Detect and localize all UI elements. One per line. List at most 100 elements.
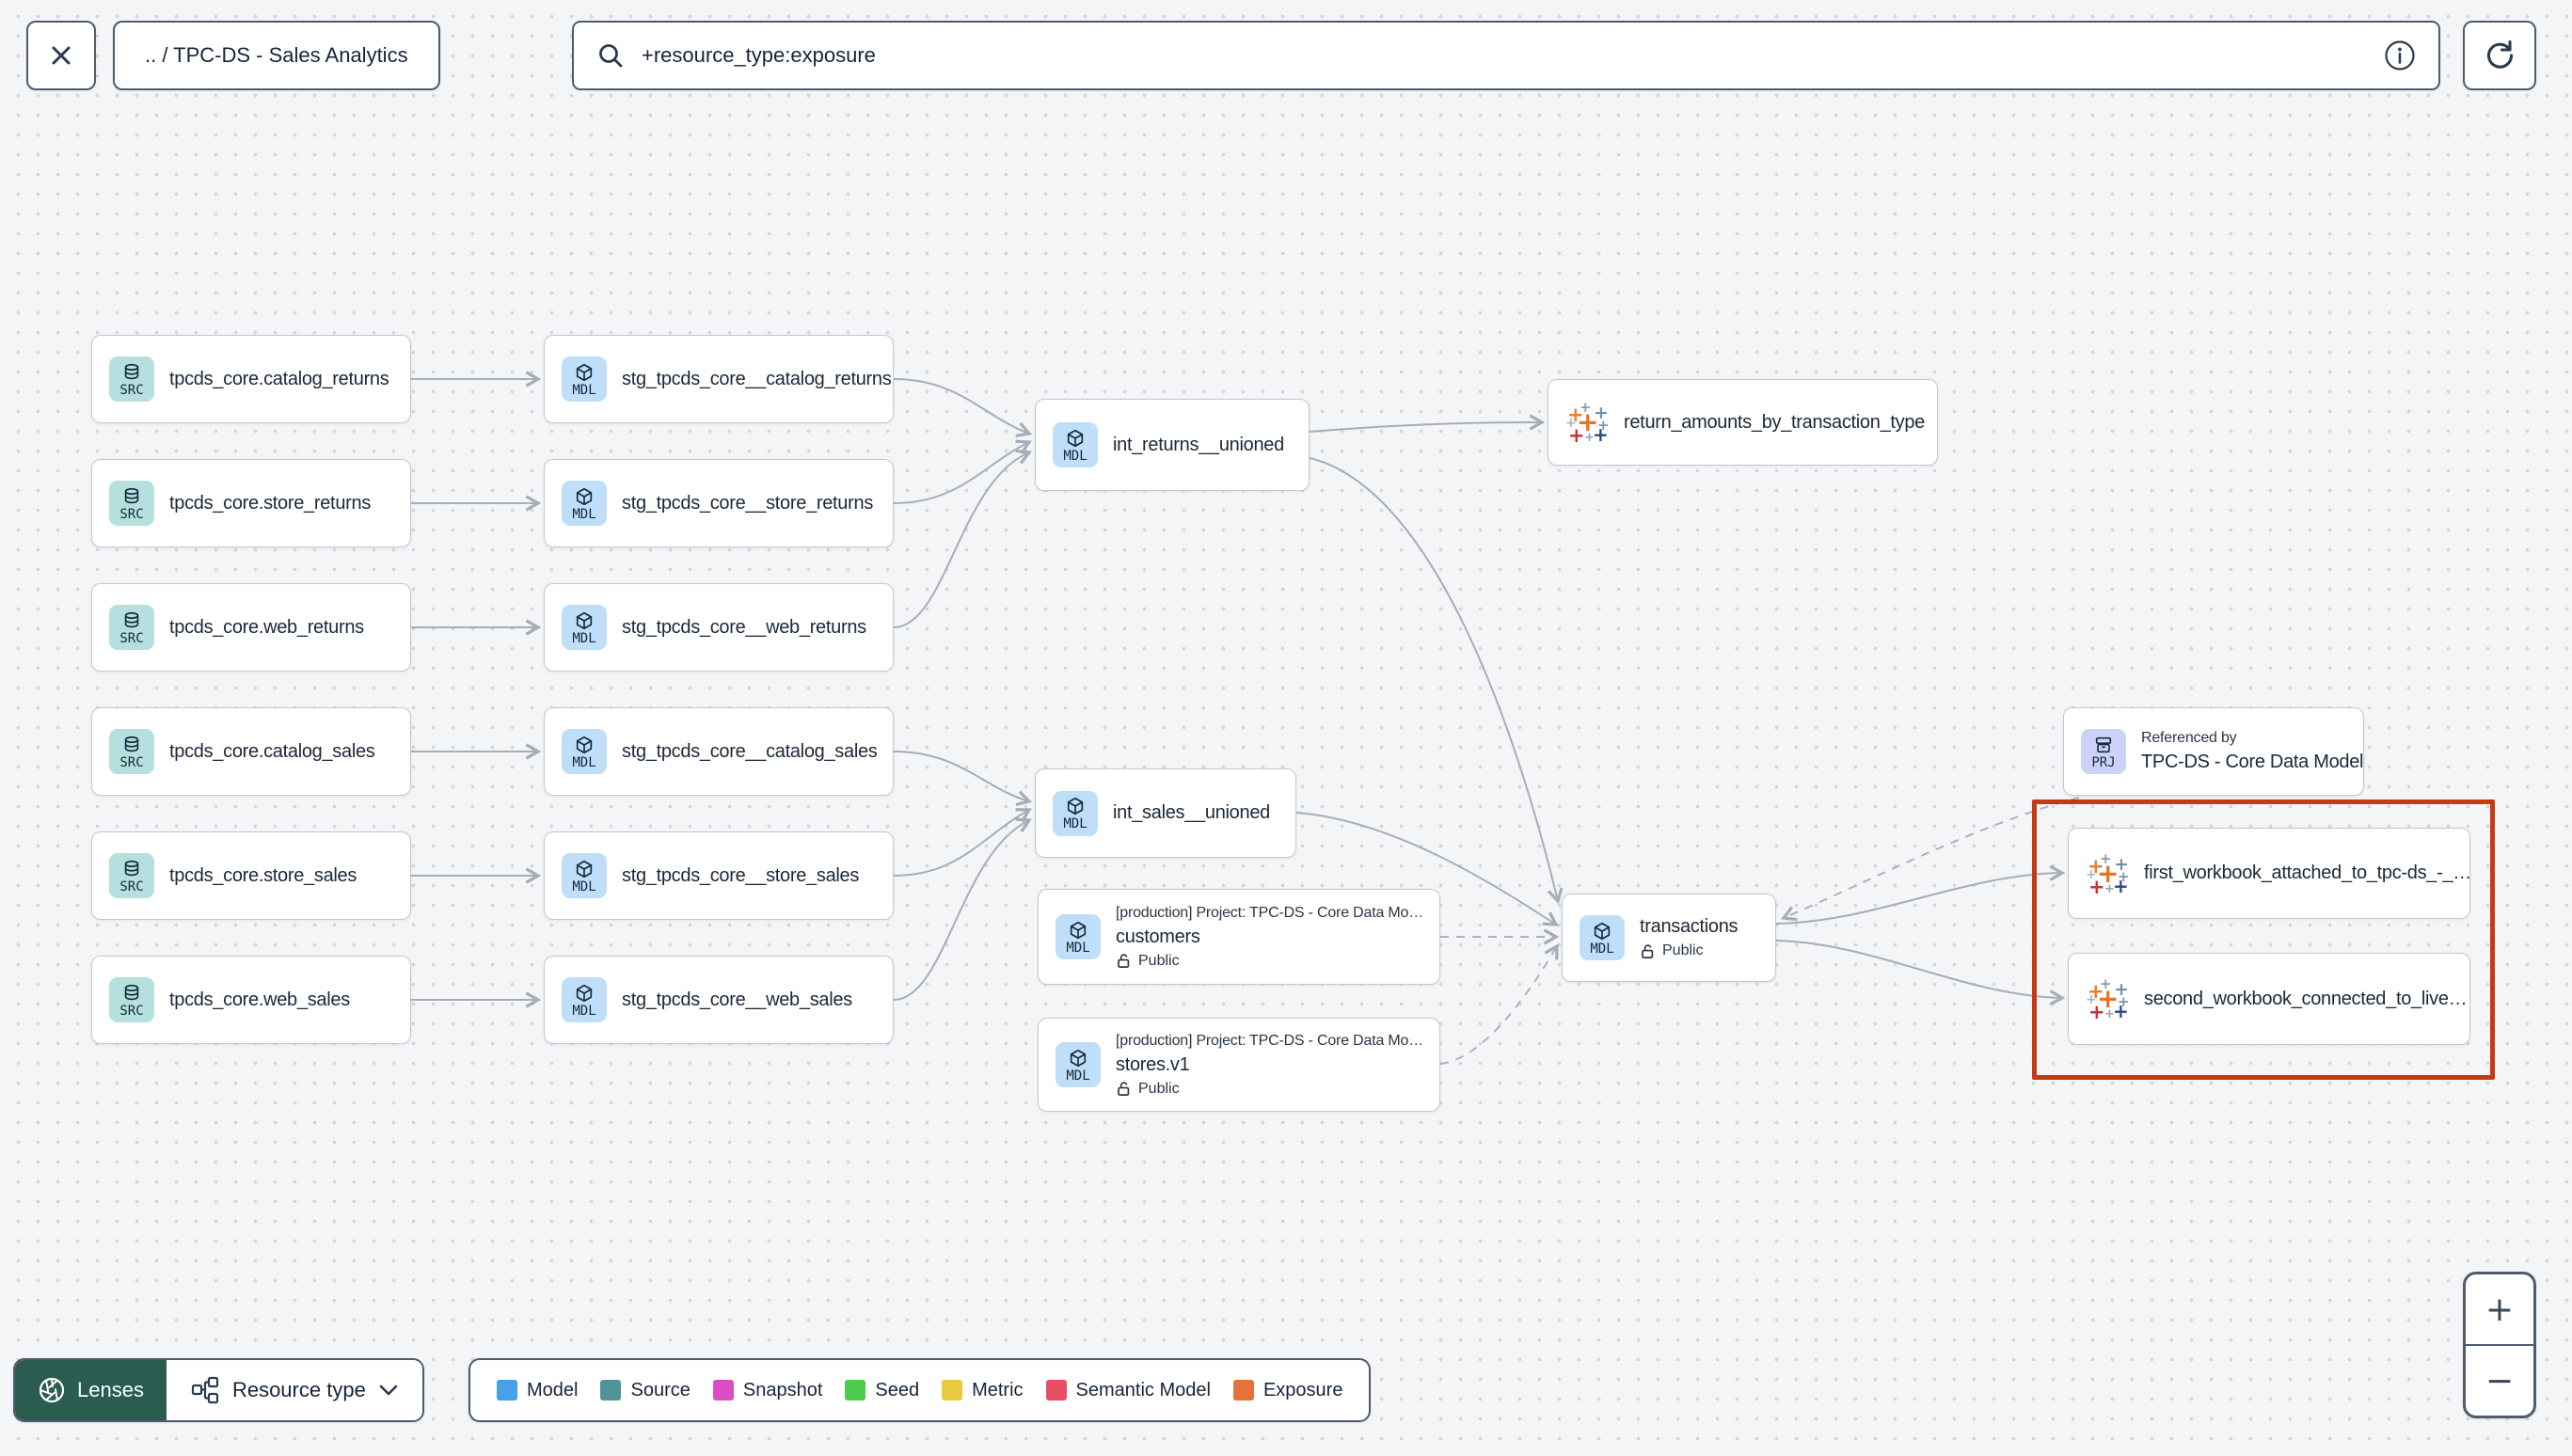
source-icon: SRC [109, 481, 154, 526]
legend-label: Source [630, 1379, 691, 1401]
resource-badge: MDL [572, 1003, 596, 1019]
node-referenced-by-project[interactable]: PRJ Referenced by TPC-DS - Core Data Mod… [2063, 707, 2364, 796]
node-title: tpcds_core.catalog_sales [169, 740, 375, 762]
node-title: second_workbook_connected_to_live… [2144, 988, 2468, 1009]
legend-item-metric: Metric [942, 1379, 1024, 1401]
breadcrumb[interactable]: .. / TPC-DS - Sales Analytics [113, 21, 440, 90]
unlock-icon [1118, 954, 1130, 968]
resource-badge: MDL [1063, 448, 1088, 464]
zoom-in-label: + [2485, 1290, 2515, 1329]
breadcrumb-label: .. / TPC-DS - Sales Analytics [145, 43, 408, 67]
model-swatch [497, 1380, 517, 1401]
resource-type-dropdown[interactable]: Resource type [166, 1360, 422, 1420]
database-icon [124, 487, 139, 503]
resource-badge: MDL [572, 506, 596, 522]
node-title: tpcds_core.store_returns [169, 492, 372, 514]
node-title: customers [1116, 926, 1200, 947]
node-source-store-returns[interactable]: SRC tpcds_core.store_returns [91, 459, 411, 547]
tableau-icon: +++++++++ [1565, 399, 1610, 447]
node-exposure-first-workbook[interactable]: +++++++++ first_workbook_attached_to_tpc… [2068, 828, 2470, 919]
source-icon: SRC [109, 356, 154, 402]
node-source-web-returns[interactable]: SRC tpcds_core.web_returns [91, 583, 411, 672]
cube-icon [576, 860, 593, 878]
cube-icon [1070, 1049, 1087, 1067]
selection-highlight-rect [2032, 799, 2495, 1080]
zoom-controls: + − [2463, 1272, 2536, 1418]
edge [1295, 812, 1559, 926]
node-exposure-second-workbook[interactable]: +++++++++ second_workbook_connected_to_l… [2068, 953, 2470, 1045]
node-source-catalog-sales[interactable]: SRC tpcds_core.catalog_sales [91, 707, 411, 796]
node-stg-web-sales[interactable]: MDL stg_tpcds_core__web_sales [544, 956, 894, 1044]
node-stg-store-returns[interactable]: MDL stg_tpcds_core__store_returns [544, 459, 894, 547]
tableau-icon: +++++++++ [2086, 849, 2130, 898]
node-stg-catalog-sales[interactable]: MDL stg_tpcds_core__catalog_sales [544, 707, 894, 796]
database-icon [124, 363, 139, 379]
node-title: stg_tpcds_core__store_returns [622, 492, 874, 514]
node-stg-web-returns[interactable]: MDL stg_tpcds_core__web_returns [544, 583, 894, 672]
resource-badge: MDL [572, 382, 596, 398]
resource-type-icon [191, 1376, 219, 1404]
unlock-icon [1118, 1082, 1130, 1096]
cube-icon [1070, 921, 1087, 939]
refresh-button[interactable] [2463, 21, 2536, 90]
cube-icon [576, 611, 593, 629]
legend-label: Snapshot [742, 1379, 823, 1401]
model-icon: MDL [562, 729, 607, 774]
database-icon [124, 736, 139, 752]
node-stores-v1[interactable]: MDL [production] Project: TPC-DS - Core … [1038, 1018, 1440, 1112]
search-bar [572, 21, 2440, 90]
node-source-store-sales[interactable]: SRC tpcds_core.store_sales [91, 831, 411, 920]
node-title: first_workbook_attached_to_tpc-ds_-_… [2144, 863, 2470, 883]
model-icon: MDL [1056, 914, 1101, 959]
edge [1775, 864, 2066, 925]
cube-icon [576, 984, 593, 1002]
legend-label: Metric [972, 1379, 1024, 1401]
lenses-button[interactable]: Lenses [15, 1360, 167, 1420]
node-title: stg_tpcds_core__web_returns [622, 616, 866, 638]
node-title: int_returns__unioned [1113, 434, 1284, 455]
node-project-label: [production] Project: TPC-DS - Core Data… [1116, 1032, 1424, 1049]
resource-badge: MDL [1590, 941, 1614, 957]
aperture-icon [39, 1377, 65, 1403]
snapshot-swatch [712, 1380, 734, 1401]
node-customers[interactable]: MDL [production] Project: TPC-DS - Core … [1038, 889, 1440, 985]
node-source-web-sales[interactable]: SRC tpcds_core.web_sales [91, 956, 411, 1044]
edge [893, 808, 1032, 877]
node-title: tpcds_core.web_sales [169, 989, 350, 1010]
source-icon: SRC [109, 853, 154, 898]
zoom-in-button[interactable]: + [2466, 1274, 2533, 1344]
node-source-catalog-returns[interactable]: SRC tpcds_core.catalog_returns [91, 335, 411, 423]
resource-badge: MDL [1066, 1068, 1090, 1084]
node-exposure-return-amounts[interactable]: +++++++++ return_amounts_by_transaction_… [1548, 379, 1938, 466]
legend-item-seed: Seed [845, 1380, 919, 1401]
info-icon[interactable] [2384, 40, 2416, 71]
resource-badge: PRJ [2091, 754, 2116, 770]
cube-icon [1594, 922, 1611, 940]
model-icon: MDL [562, 605, 607, 650]
legend-item-exposure: Exposure [1232, 1379, 1343, 1401]
close-button[interactable] [26, 21, 96, 90]
model-icon: MDL [562, 481, 607, 526]
resource-badge: MDL [1063, 816, 1088, 831]
node-title: tpcds_core.store_sales [169, 864, 357, 886]
zoom-out-button[interactable]: − [2466, 1344, 2533, 1416]
model-icon: MDL [562, 356, 607, 402]
unlock-icon [1642, 943, 1654, 958]
edge [893, 449, 1033, 628]
node-transactions[interactable]: MDL transactions Public [1562, 894, 1776, 982]
node-stg-catalog-returns[interactable]: MDL stg_tpcds_core__catalog_returns [544, 335, 894, 423]
search-input[interactable] [640, 42, 2369, 69]
legend-label: Seed [875, 1379, 920, 1401]
node-int-returns-unioned[interactable]: MDL int_returns__unioned [1035, 399, 1310, 491]
node-title: stg_tpcds_core__store_sales [622, 864, 860, 886]
model-icon: MDL [1053, 790, 1098, 836]
legend-label: Exposure [1262, 1379, 1343, 1401]
node-stg-store-sales[interactable]: MDL stg_tpcds_core__store_sales [544, 831, 894, 920]
legend-item-semantic-model: Semantic Model [1045, 1380, 1211, 1401]
node-title: stg_tpcds_core__web_sales [622, 989, 852, 1010]
node-int-sales-unioned[interactable]: MDL int_sales__unioned [1035, 768, 1296, 858]
project-icon: PRJ [2081, 729, 2126, 774]
resource-badge: MDL [572, 878, 596, 894]
